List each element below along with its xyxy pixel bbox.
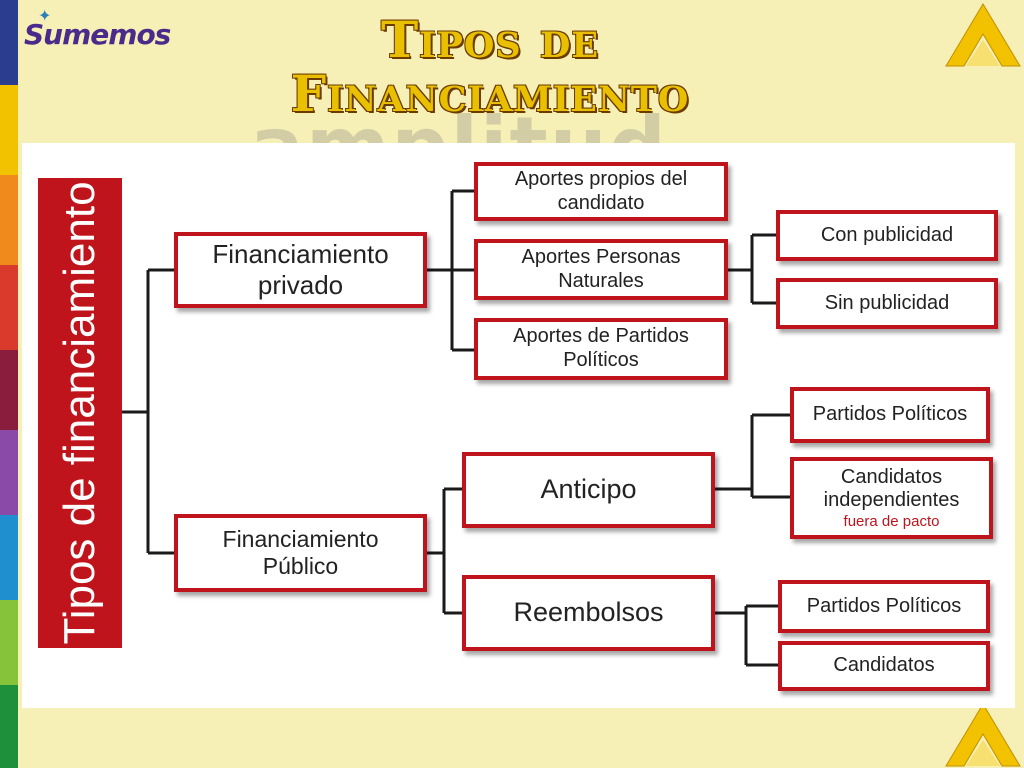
stripe-green xyxy=(0,600,18,685)
brand-logo-text: Sumemos xyxy=(24,18,171,51)
node-anticipo: Anticipo xyxy=(462,452,715,528)
node-label: Partidos Políticos xyxy=(806,594,962,617)
node-label: Reembolsos xyxy=(513,597,664,628)
node-label: Con publicidad xyxy=(820,223,954,246)
node-aportes-propios: Aportes propios del candidato xyxy=(474,162,728,221)
node-financiamiento-publico: Financiamiento Público xyxy=(174,514,427,592)
node-label: privado xyxy=(257,270,344,300)
node-label: Políticos xyxy=(563,349,639,371)
slide-title-line2: Financiamiento xyxy=(290,64,690,123)
stripe-red xyxy=(0,265,18,350)
stripe-lightblue xyxy=(0,515,18,600)
node-label: independientes xyxy=(823,489,960,512)
node-label: Naturales xyxy=(558,269,644,292)
node-sin-publicidad: Sin publicidad xyxy=(776,278,998,329)
node-label: Aportes Personas xyxy=(521,245,681,268)
stripe-darkgreen xyxy=(0,685,18,768)
node-con-publicidad: Con publicidad xyxy=(776,210,998,261)
node-reembolsos-candidatos: Candidatos xyxy=(778,641,990,691)
node-label: Financiamiento xyxy=(212,239,389,270)
node-label: Candidatos xyxy=(833,654,935,677)
node-label: Candidatos xyxy=(840,465,943,488)
stripe-yellow xyxy=(0,85,18,175)
node-reembolsos-partidos: Partidos Políticos xyxy=(778,580,990,633)
node-label: Sin publicidad xyxy=(824,291,950,314)
node-label: Aportes de Partidos xyxy=(513,325,689,348)
root-node-label: Tipos de financiamiento xyxy=(55,181,104,645)
node-label: Público xyxy=(262,553,339,579)
brand-logo: ✦ Sumemos xyxy=(24,6,171,51)
node-aportes-personas: Aportes Personas Naturales xyxy=(474,239,728,300)
stripe-orange xyxy=(0,175,18,265)
node-financiamiento-privado: Financiamiento privado xyxy=(174,232,427,308)
node-label: Partidos Políticos xyxy=(812,403,968,426)
node-anticipo-candidatos: Candidatos independientes fuera de pacto xyxy=(790,457,993,539)
node-label: Anticipo xyxy=(540,474,637,505)
node-label: Aportes propios del xyxy=(514,167,688,190)
root-node: Tipos de financiamiento xyxy=(38,178,122,648)
node-note-fuera-de-pacto: fuera de pacto xyxy=(843,512,940,530)
node-aportes-partidos: Aportes de Partidos Políticos xyxy=(474,318,728,380)
stripe-maroon xyxy=(0,350,18,430)
node-anticipo-partidos: Partidos Políticos xyxy=(790,387,990,443)
chevron-logo-icon-top xyxy=(945,3,1021,67)
node-label: candidato xyxy=(557,191,645,214)
stripe-blue xyxy=(0,0,18,85)
stripe-purple xyxy=(0,430,18,515)
node-reembolsos: Reembolsos xyxy=(462,575,715,651)
hummingbird-icon: ✦ xyxy=(38,6,51,25)
node-label: Financiamiento xyxy=(222,525,379,552)
slide-title-line1: Tipos de xyxy=(380,10,600,69)
